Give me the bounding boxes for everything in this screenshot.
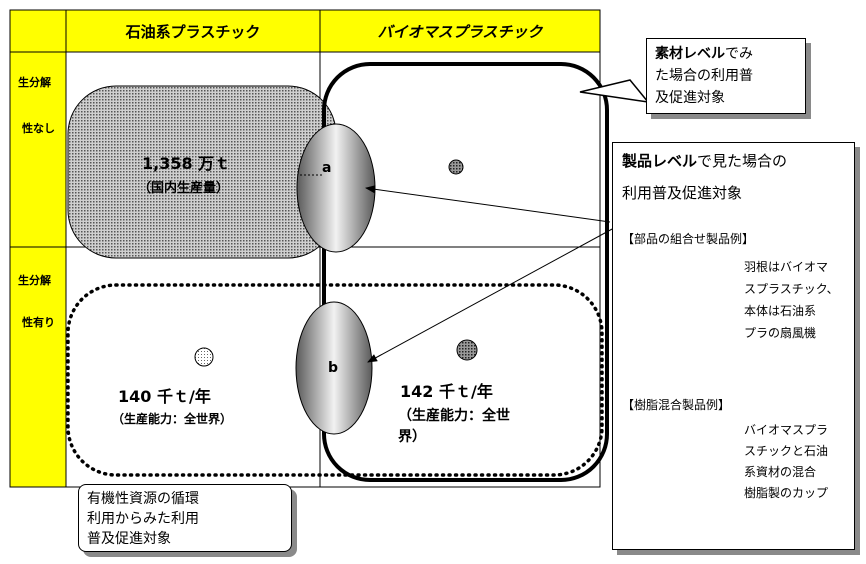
cycle-callout-line3: 普及促進対象: [87, 531, 171, 547]
overlap-lens-a: [296, 123, 376, 253]
example2-description: バイオマスプラ スチックと石油 系資材の混合 樹脂製のカップ: [744, 420, 854, 504]
overlap-label-b: b: [328, 360, 339, 376]
material-level-callout: 素材レベルでみ た場合の利用普 及促進対象: [646, 38, 806, 114]
petro-header: 石油系プラスチック: [125, 22, 261, 41]
example1-title: 【部品の組合せ製品例】: [622, 232, 755, 246]
example1-line2: スプラスチック、: [744, 282, 839, 296]
material-callout-line2: た場合の利用普: [655, 68, 753, 84]
example2-line1: バイオマスプラ: [744, 423, 829, 437]
bio-header-cell: [319, 9, 601, 53]
overlap-label-a: a: [322, 160, 332, 176]
product-callout-line1: 製品レベルで見た場合の: [622, 150, 787, 171]
material-callout-rest: でみ: [725, 46, 753, 62]
product-callout-rest: で見た場合の: [697, 152, 788, 170]
petro-nonbio-note: （国内生産量）: [138, 181, 230, 196]
petro-bio-note: （生産能力：全世界）: [112, 412, 233, 426]
bio-row-label-2: 性有り: [22, 316, 55, 329]
bio-nonbio-marker: [448, 159, 464, 175]
biomass-region: [322, 62, 609, 482]
petro-nonbio-amount: 1,358 万ｔ: [142, 154, 231, 173]
example1-line1: 羽根はバイオマ: [744, 260, 829, 274]
product-callout-bold: 製品レベル: [622, 152, 698, 170]
nonbio-row-label-2: 性なし: [22, 122, 55, 135]
product-callout-line2: 利用普及促進対象: [622, 184, 743, 202]
petro-header-cell: [65, 9, 321, 53]
arrow-to-a: [365, 185, 611, 223]
material-callout-tail: [579, 79, 650, 104]
nonbio-row-label-1: 生分解: [18, 76, 51, 89]
bio-bio-note-1: （生産能力：全世: [398, 408, 510, 424]
example2-line2: スチックと石油: [744, 444, 829, 458]
petro-bio-amount: 140 千ｔ/年: [118, 387, 211, 406]
nonbio-row-header-cell: [9, 51, 67, 248]
biodegradable-region: [66, 283, 604, 477]
example1-line3: 本体は石油系: [744, 304, 817, 318]
corner-header-cell: [9, 9, 67, 53]
bio-bio-note-2: 界）: [398, 429, 426, 445]
example1-line4: プラの扇風機: [744, 326, 817, 340]
bio-bio-marker: [456, 339, 478, 361]
cycle-callout-line2: 利用からみた利用: [87, 511, 199, 527]
bio-bio-amount: 142 千ｔ/年: [400, 382, 493, 401]
arrow-to-b: [367, 227, 615, 363]
bio-row-header-cell: [9, 246, 67, 488]
resource-cycle-callout: 有機性資源の循環 利用からみた利用 普及促進対象: [78, 484, 292, 552]
example1-description: 羽根はバイオマ スプラスチック、 本体は石油系 プラの扇風機: [744, 256, 854, 344]
overlap-lens-b: [295, 301, 373, 435]
example2-line4: 樹脂製のカップ: [744, 486, 829, 500]
matrix-body: [65, 51, 601, 488]
cycle-callout-line1: 有機性資源の循環: [87, 491, 199, 507]
petro-bio-marker: [194, 347, 214, 367]
example2-title: 【樹脂混合製品例】: [622, 398, 731, 412]
example2-line3: 系資材の混合: [744, 465, 817, 479]
bio-row-label-1: 生分解: [18, 274, 51, 287]
material-callout-bold: 素材レベル: [655, 46, 725, 62]
bio-header: バイオマスプラスチック: [377, 22, 543, 41]
product-level-callout: [612, 142, 855, 550]
material-callout-line3: 及促進対象: [655, 90, 725, 106]
